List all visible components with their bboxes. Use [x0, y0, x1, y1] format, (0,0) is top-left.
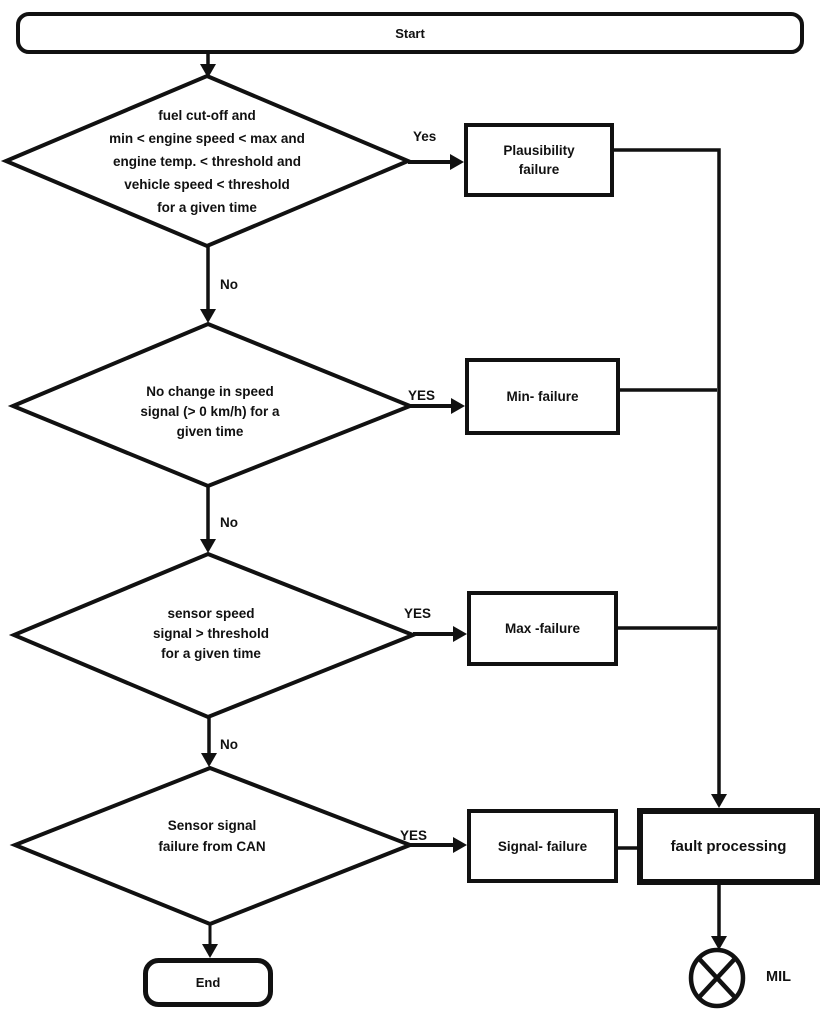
plausibility-box-shape: [464, 123, 614, 197]
signal-failure-label: Signal- failure: [497, 838, 588, 854]
start-node-label: Start: [395, 25, 425, 41]
decision1-no-label: No: [220, 277, 238, 292]
decision3-yes-label: YES: [404, 606, 432, 621]
decision3-no-label: No: [220, 737, 238, 752]
arrowhead-down-icon: [200, 309, 216, 323]
decision4-yes-label: YES: [400, 828, 428, 843]
decision2-no-label: No: [220, 515, 238, 530]
mil-indicator-icon: [688, 947, 746, 1009]
signal-failure-box-shape: [467, 809, 618, 883]
end-node-label: End: [195, 975, 221, 990]
arrowhead-right-icon: [453, 837, 467, 853]
decision1-yes-label: Yes: [413, 129, 437, 144]
max-failure-box-shape: [467, 591, 618, 666]
edge-collector-line: [614, 148, 721, 796]
min-failure-box-shape: [465, 358, 620, 435]
decision2-yes-label: YES: [408, 388, 436, 403]
end-node-shape: [143, 958, 273, 1007]
arrowhead-down-icon: [202, 944, 218, 958]
arrowhead-down-icon: [200, 539, 216, 553]
decision1-condition: fuel cut-off and min < engine speed < ma…: [109, 108, 305, 215]
fault-processing-box-shape: [637, 808, 820, 885]
mil-label: MIL: [766, 969, 791, 985]
fault-processing-label: fault processing: [670, 838, 787, 855]
arrowhead-down-icon: [711, 936, 727, 950]
arrowheads: [200, 64, 727, 958]
arrowhead-right-icon: [453, 626, 467, 642]
max-failure-label: Max -failure: [504, 621, 581, 636]
arrowhead-down-icon: [200, 64, 216, 78]
decision3-condition: sensor speed signal > threshold for a gi…: [153, 606, 269, 661]
flowchart-shapes: [0, 12, 820, 1009]
decision2-condition: No change in speed signal (> 0 km/h) for…: [140, 384, 280, 439]
decision4-condition: Sensor signal failure from CAN: [158, 818, 266, 854]
min-failure-label: Min- failure: [506, 389, 579, 404]
arrowhead-right-icon: [451, 398, 465, 414]
plausibility-failure-label: Plausibility failure: [503, 143, 575, 177]
start-node-shape: [16, 12, 804, 54]
arrowhead-down-icon: [711, 794, 727, 808]
arrowhead-right-icon: [450, 154, 464, 170]
arrowhead-down-icon: [201, 753, 217, 767]
